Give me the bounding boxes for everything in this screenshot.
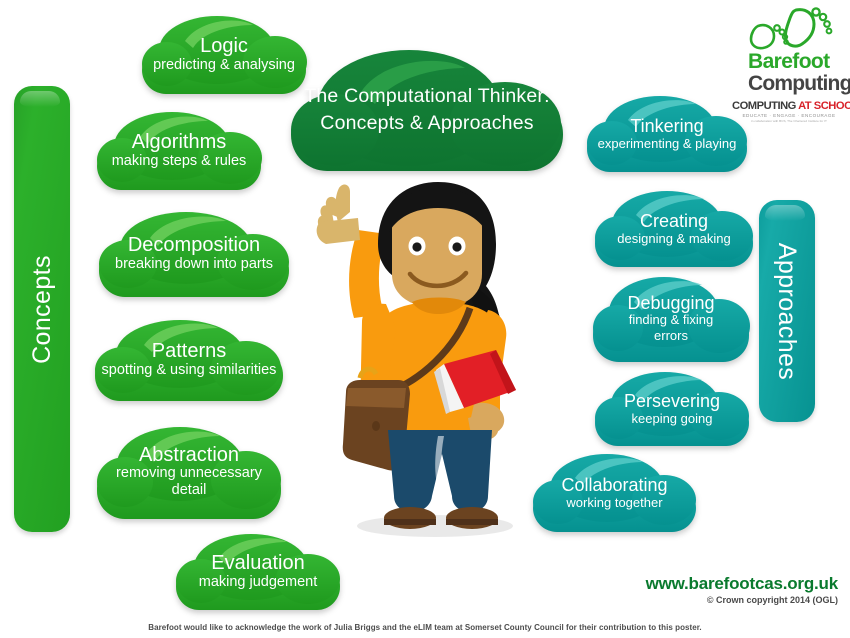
approach-cloud-text: Collaborating working together [555, 476, 673, 510]
approach-sub: keeping going [631, 410, 713, 426]
concepts-pillar-label: Concepts [27, 254, 56, 364]
concept-cloud-patterns[interactable]: Patterns spotting & using similarities [94, 318, 284, 402]
logo-word-computing: Computing [748, 71, 850, 95]
concept-sub: breaking down into parts [115, 255, 273, 272]
approach-title: Debugging [627, 292, 715, 313]
barefoot-computing-logo: Barefoot Computing COMPUTING AT SCHOOL E… [724, 6, 850, 124]
concept-cloud-text: Algorithms making steps & rules [106, 132, 253, 170]
approach-cloud-persevering[interactable]: Persevering keeping going [594, 370, 750, 448]
cas-smallprint: in collaboration with BCS, The Chartered… [751, 119, 827, 124]
red-book-icon [434, 350, 516, 414]
concept-title: Decomposition [127, 234, 261, 257]
approach-title: Creating [639, 211, 709, 232]
pointing-hand-icon [316, 184, 360, 244]
title-cloud: The Computational Thinker: Concepts & Ap… [289, 46, 565, 173]
approach-sub: designing & making [617, 230, 731, 246]
concept-sub2: detail [171, 482, 207, 499]
approaches-pillar: Approaches [759, 200, 815, 422]
approach-title: Tinkering [630, 116, 704, 137]
cas-tagline: EDUCATE · ENGAGE · ENCOURAGE [742, 113, 836, 119]
concept-sub: making judgement [198, 573, 318, 590]
website-url[interactable]: www.barefootcas.org.uk [645, 574, 839, 593]
cloud-shape-icon [95, 320, 283, 401]
title-cloud-text: The Computational Thinker: Concepts & Ap… [298, 83, 555, 136]
cas-main-line: COMPUTING AT SCHOOL [732, 99, 850, 112]
approach-title: Collaborating [561, 475, 668, 496]
concept-cloud-decomposition[interactable]: Decomposition breaking down into parts [98, 210, 290, 298]
title-line-1: The Computational Thinker: [304, 85, 550, 108]
concept-sub: spotting & using similarities [101, 361, 277, 378]
concept-cloud-text: Decomposition breaking down into parts [109, 235, 279, 273]
concept-cloud-text: Patterns spotting & using similarities [96, 341, 283, 379]
approach-cloud-creating[interactable]: Creating designing & making [594, 189, 754, 269]
cloud-shape-icon [97, 427, 281, 519]
cloud-shape-icon [595, 372, 749, 446]
cloud-shape-icon [587, 96, 747, 172]
approach-sub: working together [566, 494, 663, 510]
approach-cloud-debugging[interactable]: Debugging finding & fixing errors [592, 274, 750, 363]
concept-title: Evaluation [211, 552, 305, 575]
approach-cloud-text: Tinkering experimenting & playing [592, 117, 743, 151]
cloud-shape-icon [291, 50, 563, 171]
concept-title: Patterns [151, 340, 227, 363]
cas-text-at-school: AT SCHOOL [798, 99, 850, 112]
approach-cloud-text: Persevering keeping going [618, 392, 726, 426]
concept-title: Abstraction [138, 443, 240, 466]
student-character-illustration [316, 182, 516, 537]
concept-sub: predicting & analysing [153, 56, 295, 73]
concept-cloud-logic[interactable]: Logic predicting & analysing [141, 14, 307, 96]
approaches-pillar-label: Approaches [773, 242, 802, 380]
acknowledgement-text: Barefoot would like to acknowledge the w… [148, 623, 702, 632]
cloud-shape-icon [142, 16, 307, 94]
copyright-notice: © Crown copyright 2014 (OGL) [706, 595, 838, 605]
cloud-shape-icon [595, 191, 753, 267]
cloud-shape-icon [533, 454, 696, 532]
logo-word-barefoot: Barefoot [748, 50, 830, 73]
footprint-icon [749, 7, 833, 50]
concepts-pillar: Concepts [14, 86, 70, 532]
concept-sub: making steps & rules [111, 152, 247, 169]
concept-cloud-evaluation[interactable]: Evaluation making judgement [175, 532, 341, 612]
computing-at-school-logo: COMPUTING AT SCHOOL EDUCATE · ENGAGE · E… [724, 99, 850, 124]
approach-sub2: errors [654, 327, 688, 343]
cloud-shape-icon [99, 212, 289, 297]
cas-text-computing: COMPUTING [732, 99, 799, 112]
concept-title: Logic [200, 35, 248, 58]
title-line-2: Concepts & Approaches [320, 111, 534, 134]
concept-cloud-text: Abstraction removing unnecessary detail [110, 445, 268, 499]
cloud-shape-icon [176, 534, 340, 610]
cloud-shape-icon [97, 112, 262, 190]
approach-cloud-text: Debugging finding & fixing errors [621, 294, 720, 343]
concept-cloud-abstraction[interactable]: Abstraction removing unnecessary detail [96, 424, 282, 520]
approach-cloud-collaborating[interactable]: Collaborating working together [532, 452, 697, 534]
concept-cloud-text: Logic predicting & analysing [147, 36, 301, 74]
concept-cloud-text: Evaluation making judgement [193, 553, 324, 591]
approach-cloud-tinkering[interactable]: Tinkering experimenting & playing [586, 94, 748, 174]
approach-sub: experimenting & playing [597, 135, 737, 151]
approach-cloud-text: Creating designing & making [611, 212, 736, 246]
concept-sub: removing unnecessary [116, 465, 262, 482]
concept-title: Algorithms [131, 131, 227, 154]
concept-cloud-algorithms[interactable]: Algorithms making steps & rules [96, 110, 262, 192]
cloud-shape-icon [593, 277, 750, 362]
approach-title: Persevering [623, 391, 721, 412]
approach-sub: finding & fixing [628, 312, 714, 328]
